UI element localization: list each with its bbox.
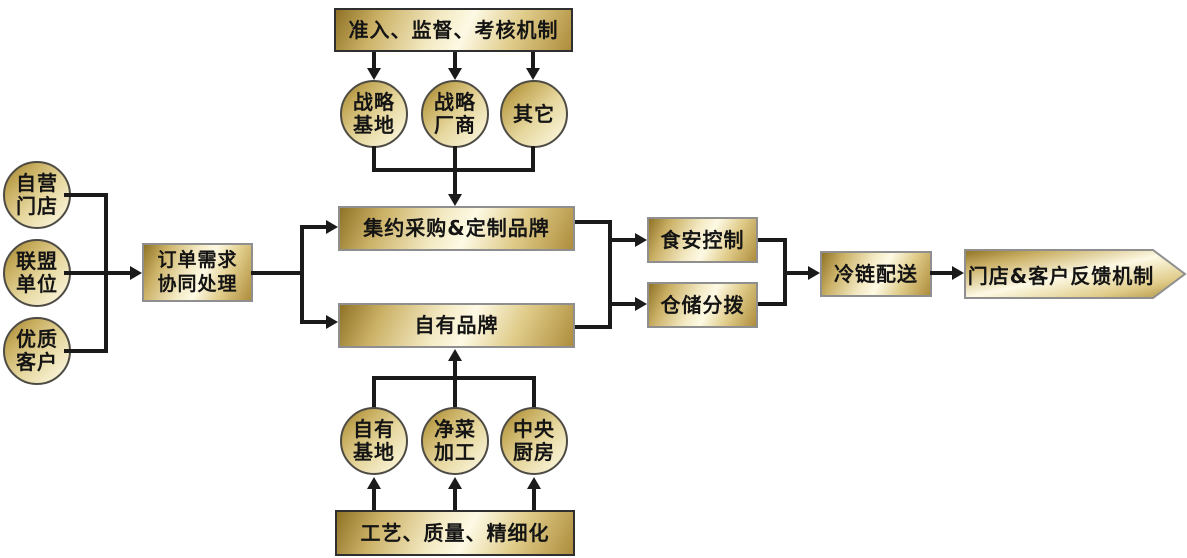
connector-line bbox=[758, 238, 787, 242]
connector-line bbox=[608, 302, 635, 306]
arrow-up-icon bbox=[527, 477, 541, 489]
connector-line bbox=[64, 193, 108, 197]
connector-line bbox=[372, 489, 376, 510]
connector-line bbox=[64, 349, 108, 353]
connector-line bbox=[531, 52, 535, 68]
arrow-down-icon bbox=[448, 68, 462, 80]
connector-line bbox=[300, 225, 304, 324]
arrow-right-icon bbox=[326, 315, 338, 329]
order-processing-box: 订单需求 协同处理 bbox=[142, 243, 253, 302]
connector-line bbox=[453, 376, 457, 409]
connector-line bbox=[300, 225, 326, 229]
connector-line bbox=[453, 168, 457, 194]
arrow-right-icon bbox=[130, 266, 142, 280]
other-circle: 其它 bbox=[500, 80, 568, 148]
connector-line bbox=[251, 271, 304, 275]
own-base-circle: 自有 基地 bbox=[340, 407, 408, 475]
intensive-procurement-box: 集约采购&定制品牌 bbox=[338, 206, 575, 251]
arrow-up-icon bbox=[367, 477, 381, 489]
connector-line bbox=[64, 271, 108, 275]
cold-chain-box: 冷链配送 bbox=[820, 251, 932, 297]
quality-mechanism-box: 工艺、质量、精细化 bbox=[335, 510, 575, 556]
strategic-vendor-circle: 战略 厂商 bbox=[421, 80, 489, 148]
connector-line bbox=[930, 271, 952, 275]
central-kitchen-circle: 中央 厨房 bbox=[500, 407, 568, 475]
connector-line bbox=[608, 220, 612, 329]
admission-mechanism-box: 准入、监督、考核机制 bbox=[334, 8, 573, 52]
arrow-down-icon bbox=[367, 68, 381, 80]
connector-line bbox=[575, 220, 612, 224]
arrow-down-icon bbox=[448, 194, 462, 206]
arrow-right-icon bbox=[808, 266, 820, 280]
connector-line bbox=[575, 325, 612, 329]
connector-line bbox=[783, 271, 808, 275]
arrow-right-icon bbox=[635, 233, 647, 247]
connector-line bbox=[300, 320, 326, 324]
connector-line bbox=[372, 146, 376, 172]
connector-line bbox=[372, 52, 376, 68]
arrow-right-icon bbox=[635, 297, 647, 311]
arrow-right-icon bbox=[326, 220, 338, 234]
alliance-unit-circle: 联盟 单位 bbox=[3, 239, 71, 307]
connector-line bbox=[104, 271, 130, 275]
connector-line bbox=[758, 302, 787, 306]
arrow-up-icon bbox=[448, 349, 462, 361]
clean-vegetable-circle: 净菜 加工 bbox=[421, 407, 489, 475]
connector-line bbox=[372, 376, 376, 409]
self-store-circle: 自营 门店 bbox=[3, 161, 71, 229]
connector-line bbox=[453, 146, 457, 172]
strategic-base-circle: 战略 基地 bbox=[340, 80, 408, 148]
connector-line bbox=[608, 238, 635, 242]
connector-line bbox=[453, 489, 457, 510]
arrow-right-icon bbox=[952, 266, 964, 280]
feedback-chevron-label: 门店&客户反馈机制 bbox=[967, 263, 1155, 288]
connector-line bbox=[453, 360, 457, 378]
connector-line bbox=[531, 146, 535, 172]
connector-line bbox=[532, 489, 536, 510]
own-brand-box: 自有品牌 bbox=[338, 303, 575, 348]
food-safety-box: 食安控制 bbox=[647, 217, 758, 263]
feedback-chevron-shape bbox=[964, 249, 1187, 299]
connector-line bbox=[532, 376, 536, 409]
arrow-down-icon bbox=[526, 68, 540, 80]
warehouse-dispatch-box: 仓储分拨 bbox=[647, 282, 758, 328]
connector-line bbox=[453, 52, 457, 68]
arrow-up-icon bbox=[448, 477, 462, 489]
quality-customer-circle: 优质 客户 bbox=[3, 317, 71, 385]
